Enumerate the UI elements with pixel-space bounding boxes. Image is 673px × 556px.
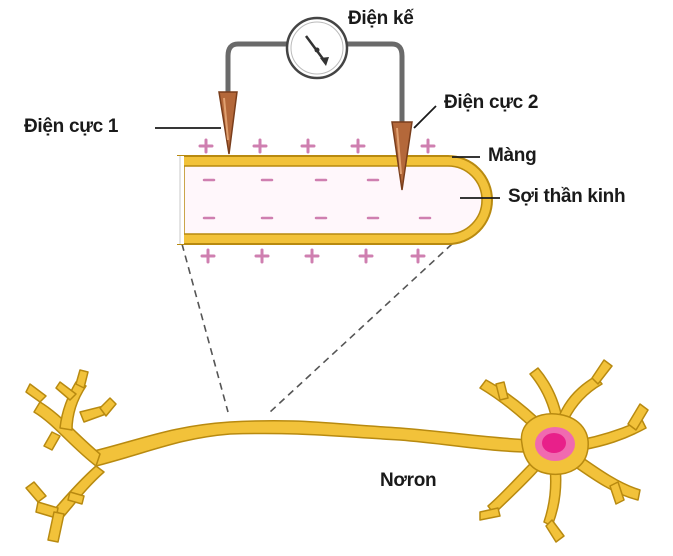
soma-nucleus: [535, 427, 575, 461]
galvanometer-wire-left: [228, 44, 288, 92]
galvanometer-wire-right: [344, 44, 402, 122]
zoom-lines: [182, 244, 452, 412]
neuron-label: Nơron: [380, 470, 436, 492]
galvanometer-icon: [287, 18, 347, 78]
charges-bottom: [202, 250, 424, 262]
electrode-1-icon: [219, 92, 237, 154]
membrane-label: Màng: [488, 145, 536, 167]
galvanometer-label: Điện kế: [348, 8, 414, 30]
electrode-2-label: Điện cực 2: [444, 92, 538, 114]
nerve-fiber: [176, 156, 492, 244]
electrode-1-label: Điện cực 1: [24, 116, 118, 138]
nerve-fiber-label: Sợi thần kinh: [508, 186, 625, 208]
